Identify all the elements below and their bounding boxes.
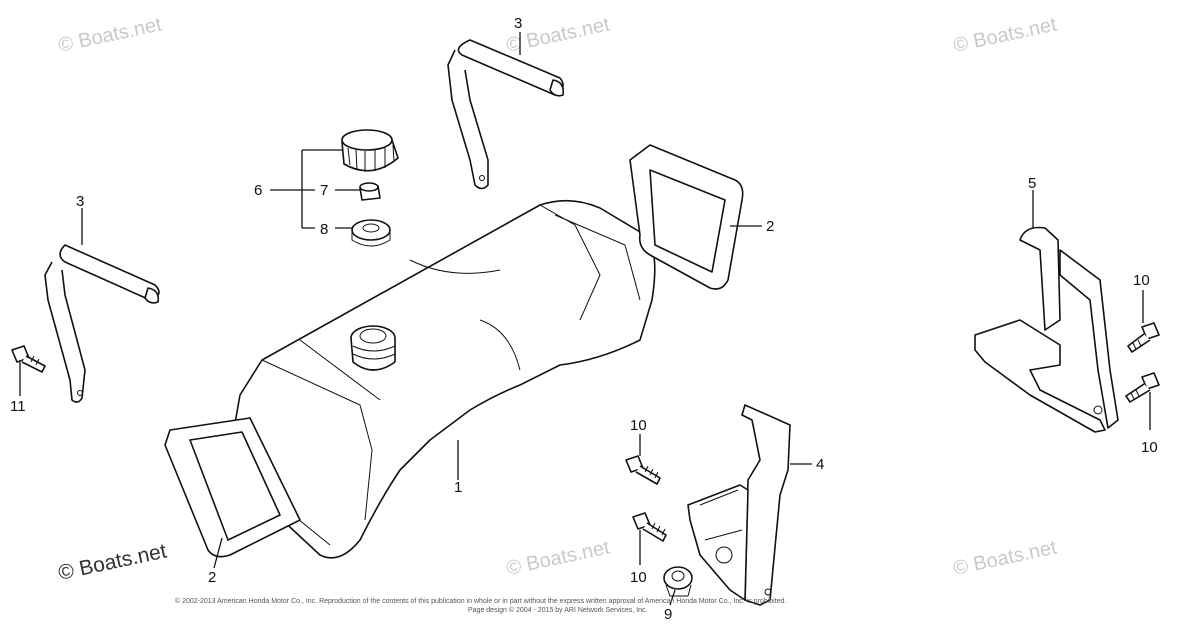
tank-band-part-3-top[interactable] (447, 39, 565, 190)
watermark-dark: © Boats.net (56, 539, 169, 584)
cap-strainer-part-7[interactable] (359, 182, 381, 201)
cap-gasket-part-8[interactable] (351, 219, 391, 247)
callout-10-right-lower: 10 (1141, 439, 1158, 456)
callout-10-lower: 10 (630, 569, 647, 586)
callout-9: 9 (664, 606, 672, 623)
bracket-part-5[interactable] (974, 226, 1119, 433)
bolt-part-10-a[interactable] (625, 455, 661, 485)
callout-2-right: 2 (766, 218, 774, 235)
watermark: © Boats.net (504, 536, 612, 579)
tank-band-part-3-left[interactable] (44, 244, 160, 403)
cushion-part-2-left[interactable] (164, 417, 301, 558)
callout-7: 7 (320, 182, 328, 199)
callout-labels: 1 2 2 3 3 4 5 6 7 8 9 10 10 10 10 11 (10, 15, 1158, 623)
callout-2-left: 2 (208, 569, 216, 586)
cushion-part-2-right[interactable] (629, 144, 744, 290)
callout-10-upper: 10 (630, 417, 647, 434)
callout-11: 11 (10, 398, 26, 415)
bolt-part-10-b[interactable] (632, 512, 667, 542)
callout-5: 5 (1028, 175, 1036, 192)
watermark: © Boats.net (56, 13, 164, 56)
bolt-part-11[interactable] (11, 345, 46, 373)
bracket-part-4[interactable] (687, 404, 791, 606)
watermark: © Boats.net (951, 536, 1059, 579)
callout-1: 1 (454, 479, 462, 496)
callout-4: 4 (816, 456, 824, 473)
fuel-tank-part-1[interactable] (231, 199, 656, 559)
callout-10-right-upper: 10 (1133, 272, 1150, 289)
copyright-line-2: Page design © 2004 - 2015 by ARI Network… (468, 606, 648, 614)
callout-3-top: 3 (514, 15, 522, 32)
bolt-part-10-d[interactable] (1125, 372, 1160, 403)
watermark: © Boats.net (951, 13, 1059, 56)
bolt-part-10-c[interactable] (1127, 322, 1160, 353)
callout-8: 8 (320, 221, 328, 238)
grommet-part-9[interactable] (663, 566, 693, 597)
leader-lines (19, 32, 1151, 606)
callout-6: 6 (254, 182, 262, 199)
copyright-line-1: © 2002-2013 American Honda Motor Co., In… (175, 597, 786, 605)
fuel-cap-part-6[interactable] (341, 129, 399, 172)
callout-3-left: 3 (76, 193, 84, 210)
